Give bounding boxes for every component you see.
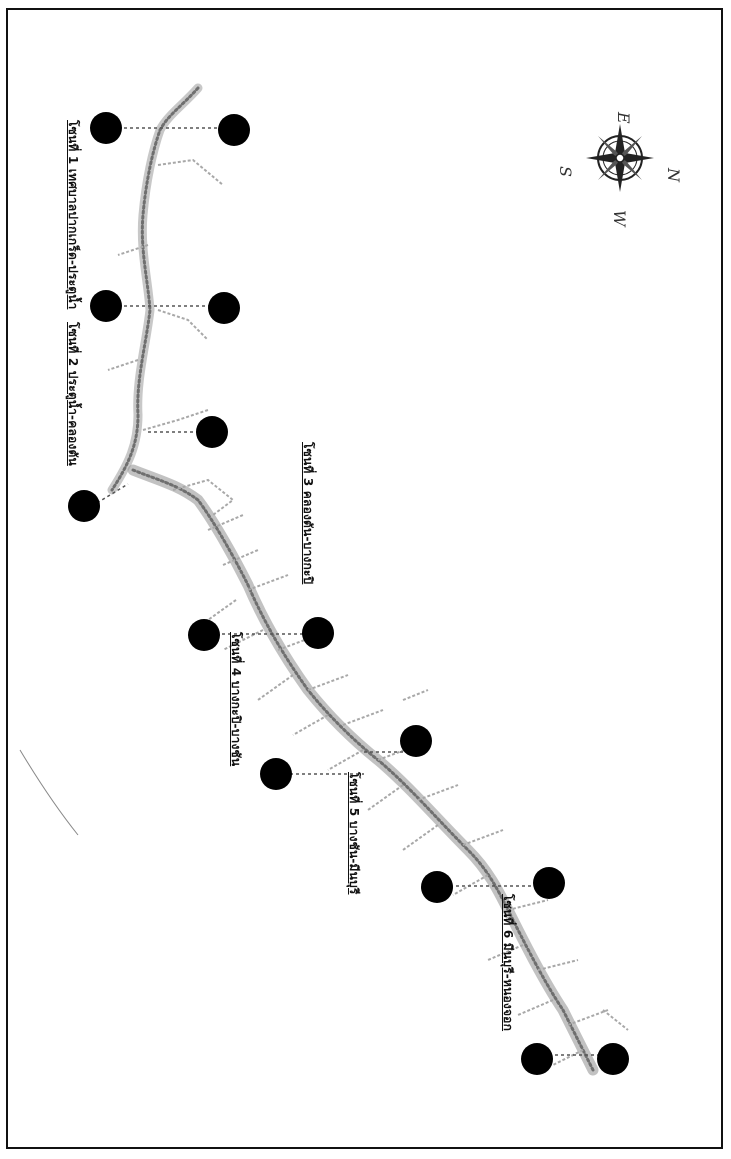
zone-marker[interactable] [521,1043,553,1075]
zone-label-1: โซนที่ 1 เทศบาลปากเกร็ด-ประตูน้ำ [66,120,80,310]
canal-map: N S E W [19,83,683,1076]
zone-marker[interactable] [421,871,453,903]
zone-marker[interactable] [196,416,228,448]
zone-marker[interactable] [302,617,334,649]
canal-tributaries [107,158,629,1066]
zone-marker[interactable] [260,758,292,790]
zone-markers [68,112,629,1075]
compass-rose-icon: N S E W [556,111,683,228]
zone-label-3: โซนที่ 3 คลองตัน-บางกะปิ [301,442,315,585]
compass-letter-south: S [556,166,575,177]
zone-marker[interactable] [597,1043,629,1075]
map-edge-curve [19,749,79,836]
compass-letter-east: E [614,111,633,124]
canal-main-channel [107,83,599,1076]
zone-marker[interactable] [188,619,220,651]
zone-label-4: โซนที่ 4 บางกะปิ-บางชัน [229,632,243,767]
zone-marker[interactable] [68,490,100,522]
zone-label-6: โซนที่ 6 มีนบุรี-หนองจอก [501,894,515,1032]
zone-marker[interactable] [218,114,250,146]
compass-letter-west: W [610,210,629,228]
zone-label-2: โซนที่ 2 ประตูน้ำ-คลองตัน [66,322,80,466]
zone-marker[interactable] [90,112,122,144]
zone-marker[interactable] [533,867,565,899]
zone-label-5: โซนที่ 5 บางชัน-มีนบุรี [347,772,361,895]
zone-marker[interactable] [90,290,122,322]
zone-marker[interactable] [208,292,240,324]
compass-letter-north: N [664,167,683,183]
map-frame: N S E W โซนที่ 1 เทศบาลปากเกร็ด-ประตูน้ำ… [6,8,723,1149]
zone-boundary-lines [91,127,613,1056]
zone-marker[interactable] [400,725,432,757]
